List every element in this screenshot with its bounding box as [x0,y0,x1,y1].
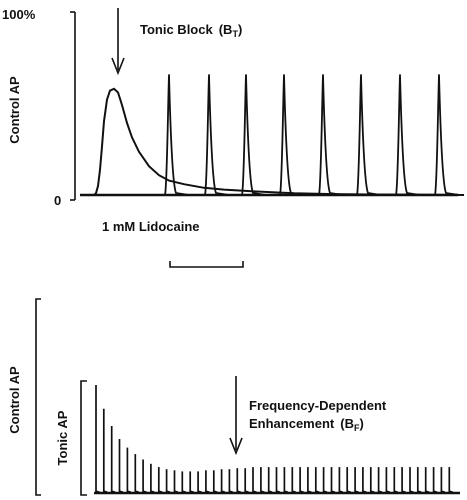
spike-8 [434,74,460,196]
tonic-ap-tail-31 [331,490,336,493]
tonic-ap-tail-34 [354,490,359,493]
spike-2 [204,74,230,196]
frequency-enhancement-label-line1: Frequency-Dependent [249,398,387,413]
tonic-ap-tail-21 [252,490,257,493]
tonic-ap-tail-29 [315,490,320,493]
spike-1 [164,74,190,196]
tonic-ap-tail-19 [237,490,241,493]
bottom-panel: Control AP Tonic AP Frequency-Dependent … [7,298,460,496]
tonic-ap-tail-44 [433,490,438,493]
tonic-ap-tail-2 [103,490,108,493]
tonic-ap-tail-20 [245,490,249,493]
tonic-ap-tail-11 [174,490,179,493]
spike-train [164,74,460,196]
tonic-ap-tail-28 [307,490,312,493]
bottom-inner-y-axis [80,380,87,496]
tonic-ap-tail-13 [190,490,194,493]
spike-3 [241,74,267,196]
tonic-ap-tail-24 [276,490,281,493]
tonic-ap-tail-23 [268,490,273,493]
tonic-ap-tail-18 [229,490,234,493]
tonic-ap-tail-43 [425,490,430,493]
spike-6 [356,74,382,196]
tonic-ap-tail-36 [370,490,375,493]
tonic-ap-trains [95,385,453,493]
tonic-ap-tail-38 [386,490,391,493]
tonic-ap-tail-7 [142,490,147,493]
bottom-inner-y-label: Tonic AP [55,410,70,465]
tonic-ap-tail-8 [150,490,155,493]
tonic-ap-tail-10 [166,490,171,493]
broad-ap-trace [93,87,465,196]
tonic-block-label: Tonic Block(BT) [140,22,242,39]
tonic-ap-tail-12 [182,490,186,493]
tonic-ap-tail-32 [339,490,344,493]
tonic-ap-tail-16 [213,490,218,493]
tonic-ap-tail-14 [197,490,202,493]
tonic-ap-tail-25 [284,490,289,493]
tonic-ap-tail-42 [417,490,422,493]
tonic-ap-tail-26 [292,490,296,493]
tonic-ap-tail-41 [409,490,414,493]
top-panel: 100% 0 Control AP Tonic Block(BT) 1 mM L… [2,7,465,268]
tonic-ap-tail-1 [95,490,100,493]
tonic-ap-tail-35 [362,490,367,493]
tonic-ap-tail-39 [394,490,398,493]
spike-4 [279,74,305,196]
tonic-ap-tail-40 [401,490,406,493]
tonic-ap-tail-9 [158,490,163,493]
frequency-enhancement-arrow-head [229,437,243,456]
tonic-ap-tail-4 [119,490,124,493]
tonic-ap-tail-46 [449,490,453,493]
tonic-ap-tail-6 [135,490,139,493]
spike-5 [318,74,344,196]
tonic-ap-tail-45 [441,490,446,493]
frequency-enhancement-label-line2: Enhancement(BF) [249,416,364,433]
tonic-ap-tail-37 [378,490,383,493]
tonic-ap-tail-27 [299,490,304,493]
spike-7 [395,74,421,196]
bottom-outer-y-axis [35,298,41,496]
time-scale-bar [169,261,244,268]
tonic-ap-tail-5 [127,490,132,493]
tonic-ap-tail-22 [260,490,265,493]
bottom-outer-y-label: Control AP [7,366,22,434]
top-y-axis-label: Control AP [7,76,22,144]
tonic-block-arrow-head [111,57,125,76]
tonic-ap-tail-30 [323,490,328,493]
top-y-max-label: 100% [2,7,36,22]
tonic-ap-tail-17 [221,490,226,493]
tonic-ap-tail-3 [111,490,116,493]
top-y-zero-label: 0 [54,193,61,208]
lidocaine-label: 1 mM Lidocaine [102,219,200,234]
tonic-ap-tail-15 [205,490,210,493]
tonic-ap-tail-33 [347,490,351,493]
